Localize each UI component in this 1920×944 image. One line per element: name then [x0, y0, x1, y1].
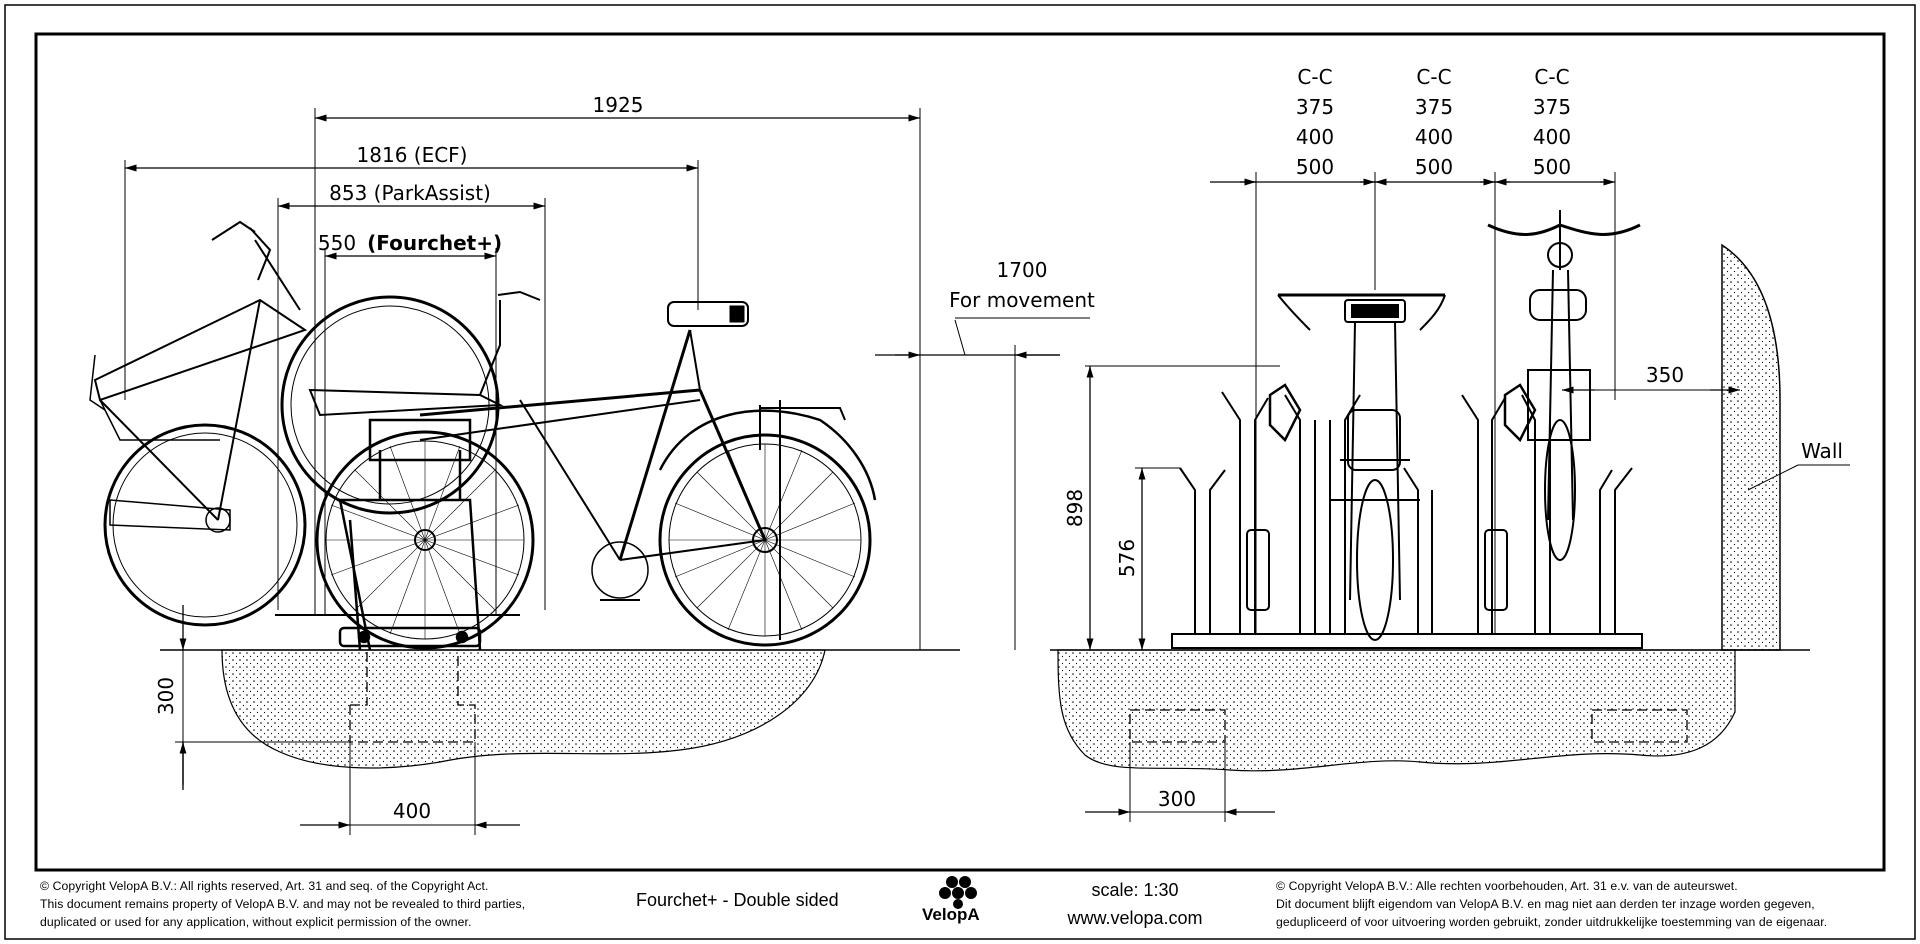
cc-value: 500: [1296, 155, 1334, 179]
cc-column-3: C-C 375 400 500: [1533, 65, 1571, 179]
scale-block: scale: 1:30 www.velopa.com: [1040, 876, 1230, 932]
scale-label: scale: 1:30: [1091, 880, 1179, 900]
copyright-en-line: This document remains property of VelopA…: [40, 897, 526, 911]
bike-right: [419, 301, 877, 647]
cc-label: C-C: [1297, 65, 1332, 89]
side-view: 1925 1816 (ECF) 853 (ParkAssist) 550 (Fo…: [89, 93, 1095, 835]
website-link[interactable]: www.velopa.com: [1067, 908, 1203, 928]
velopa-logo-mark: [939, 876, 977, 909]
dim-1700: 1700: [997, 258, 1048, 282]
cc-value: 400: [1296, 125, 1334, 149]
drawing-title: Fourchet+ - Double sided: [636, 890, 839, 910]
bike-front-2: [1487, 210, 1641, 561]
fourchet-rack: [275, 418, 520, 651]
cc-column-1: C-C 375 400 500: [1296, 65, 1334, 179]
dim-300-vertical: 300: [154, 677, 178, 715]
cc-value: 375: [1296, 95, 1334, 119]
bike-front-1: [1277, 293, 1446, 641]
cc-value: 500: [1415, 155, 1453, 179]
bike-left: [89, 220, 308, 627]
dim-300-right: 300: [1158, 787, 1196, 811]
cc-column-2: C-C 375 400 500: [1415, 65, 1453, 179]
for-movement-label: For movement: [949, 288, 1095, 312]
cc-value: 400: [1533, 125, 1571, 149]
copyright-dutch: © Copyright VelopA B.V.: Alle rechten vo…: [1276, 877, 1916, 931]
cc-value: 400: [1415, 125, 1453, 149]
dim-898: 898: [1063, 489, 1087, 527]
dim-550-label: 550 (Fourchet+): [318, 231, 502, 255]
velopa-logo-text: VelopA: [922, 905, 980, 924]
dim-350: 350: [1646, 363, 1684, 387]
copyright-nl-line: Dit document blijft eigendom van VelopA …: [1276, 897, 1815, 911]
dim-576: 576: [1115, 539, 1139, 577]
bike-center: [280, 290, 541, 650]
cc-value: 375: [1415, 95, 1453, 119]
copyright-nl-line: © Copyright VelopA B.V.: Alle rechten vo…: [1276, 879, 1738, 893]
ground-right: [1057, 649, 1736, 772]
cc-label: C-C: [1534, 65, 1569, 89]
dim-550-value: 550: [318, 231, 356, 255]
ground-left: [221, 649, 826, 769]
copyright-en-line: © Copyright VelopA B.V.: All rights rese…: [40, 879, 489, 893]
wall-label: Wall: [1801, 439, 1843, 463]
front-view: C-C 375 400 500 C-C 375 400 500 C-C 375 …: [1050, 65, 1850, 822]
cc-label: C-C: [1416, 65, 1451, 89]
dim-550-product: (Fourchet+): [367, 231, 502, 255]
copyright-nl-line: gedupliceerd of voor uitvoering worden g…: [1276, 915, 1828, 929]
dim-1925: 1925: [593, 93, 644, 117]
dim-1816: 1816 (ECF): [357, 143, 468, 167]
cc-value: 375: [1533, 95, 1571, 119]
dim-853: 853 (ParkAssist): [329, 181, 491, 205]
copyright-english: © Copyright VelopA B.V.: All rights rese…: [40, 877, 620, 931]
drawing-frame: [34, 32, 1886, 872]
copyright-en-line: duplicated or used for any application, …: [40, 915, 472, 929]
cc-value: 500: [1533, 155, 1571, 179]
dim-400: 400: [393, 799, 431, 823]
wall: [1721, 243, 1781, 651]
outer-frame: [4, 4, 1916, 940]
